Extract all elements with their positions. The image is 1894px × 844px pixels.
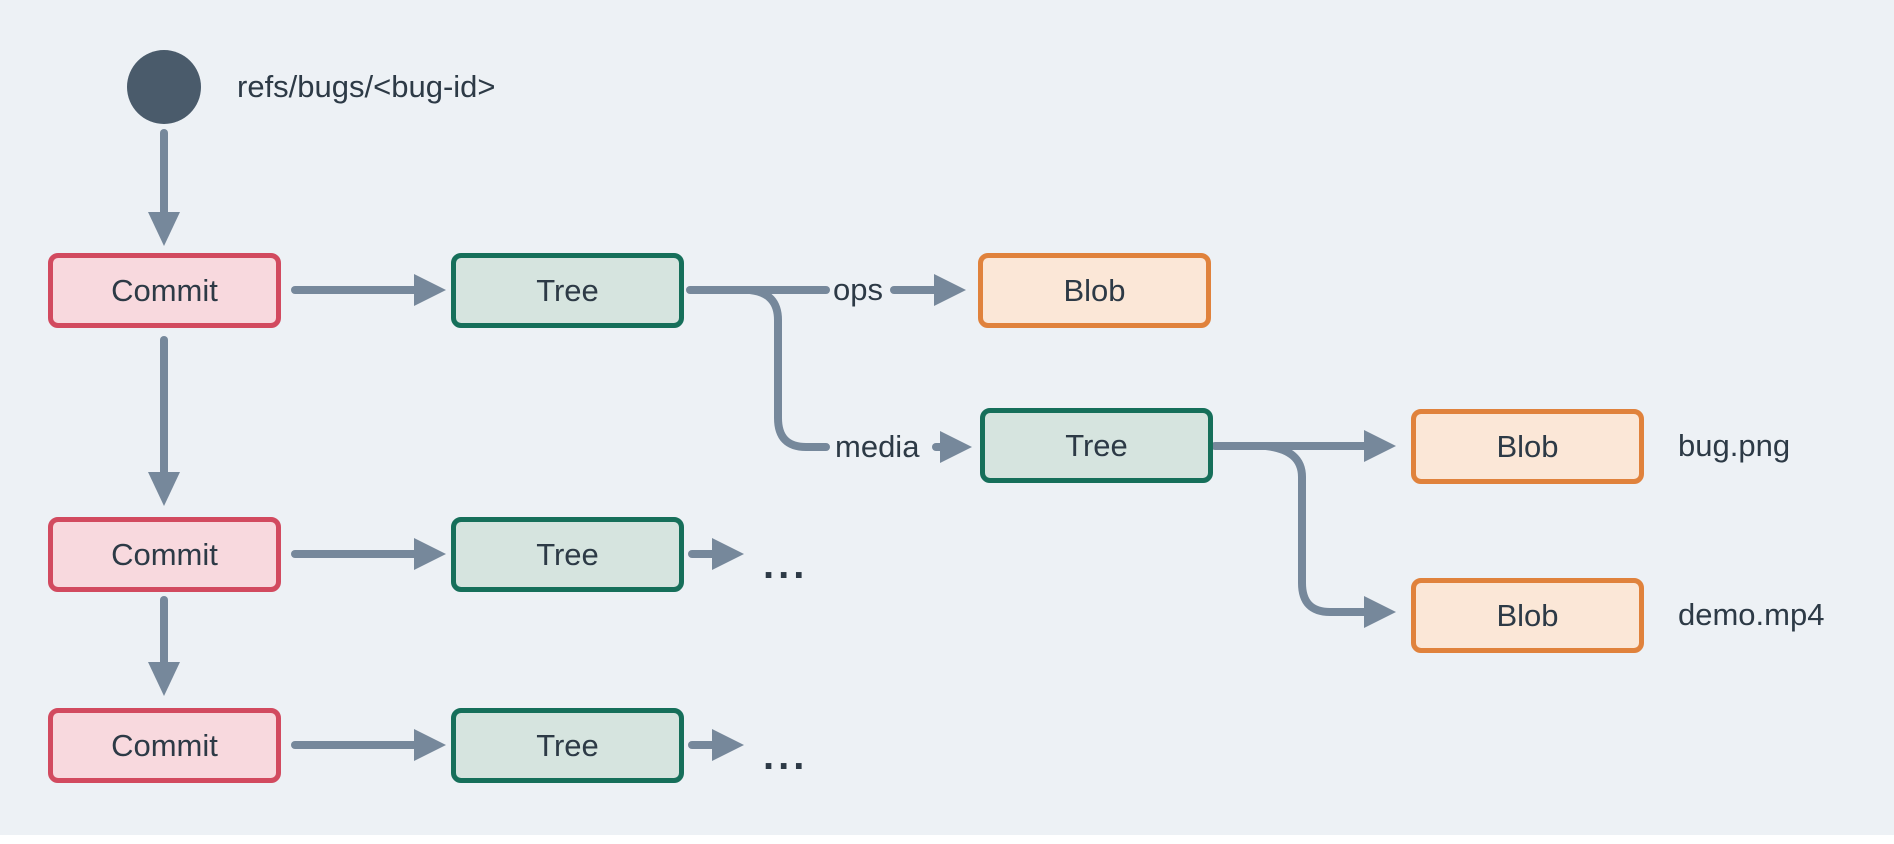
node-commit-3: Commit <box>48 708 281 783</box>
node-tree-1: Tree <box>451 253 684 328</box>
arrowhead-media-to-tree <box>940 431 972 463</box>
edge-tree1-branch-media <box>746 286 830 451</box>
node-commit-1: Commit <box>48 253 281 328</box>
arrowhead-commit3-to-tree3 <box>414 729 446 761</box>
node-label: Commit <box>111 272 218 308</box>
edge-tree-media-branch-demo <box>1262 442 1370 616</box>
arrowhead-commit1-to-tree1 <box>414 274 446 306</box>
node-label: Blob <box>1496 597 1559 633</box>
edge-label-ops: ops <box>833 272 883 307</box>
truncation-ellipsis-2: ... <box>763 734 809 778</box>
node-label: Commit <box>111 727 218 763</box>
arrowhead-tree3-to-ellipsis <box>712 729 744 761</box>
node-label: Tree <box>536 272 599 308</box>
node-label: Blob <box>1063 272 1126 308</box>
arrowhead-commit2-to-tree2 <box>414 538 446 570</box>
node-tree-media: Tree <box>980 408 1213 483</box>
edge-label-media: media <box>835 429 920 464</box>
node-label: Tree <box>536 727 599 763</box>
ref-label: refs/bugs/<bug-id> <box>237 69 496 104</box>
file-label-demo-mp4: demo.mp4 <box>1678 597 1825 632</box>
bottom-strip <box>0 835 1894 844</box>
node-label: Commit <box>111 536 218 572</box>
node-blob-bug: Blob <box>1411 409 1644 484</box>
node-blob-demo: Blob <box>1411 578 1644 653</box>
node-label: Tree <box>1065 427 1128 463</box>
node-label: Blob <box>1496 428 1559 464</box>
ref-dot-icon <box>127 50 201 124</box>
arrowhead-tree-media-to-blob-bug <box>1364 430 1396 462</box>
arrowhead-ops-to-blob <box>934 274 966 306</box>
arrowhead-tree-media-to-blob-demo <box>1364 596 1396 628</box>
arrowhead-tree2-to-ellipsis <box>712 538 744 570</box>
node-tree-2: Tree <box>451 517 684 592</box>
arrowhead-ref-to-commit1 <box>148 212 180 246</box>
node-blob-ops: Blob <box>978 253 1211 328</box>
arrowhead-commit1-to-commit2 <box>148 472 180 506</box>
truncation-ellipsis-1: ... <box>763 543 809 587</box>
arrowhead-commit2-to-commit3 <box>148 662 180 696</box>
file-label-bug-png: bug.png <box>1678 428 1791 463</box>
node-label: Tree <box>536 536 599 572</box>
node-tree-3: Tree <box>451 708 684 783</box>
node-commit-2: Commit <box>48 517 281 592</box>
